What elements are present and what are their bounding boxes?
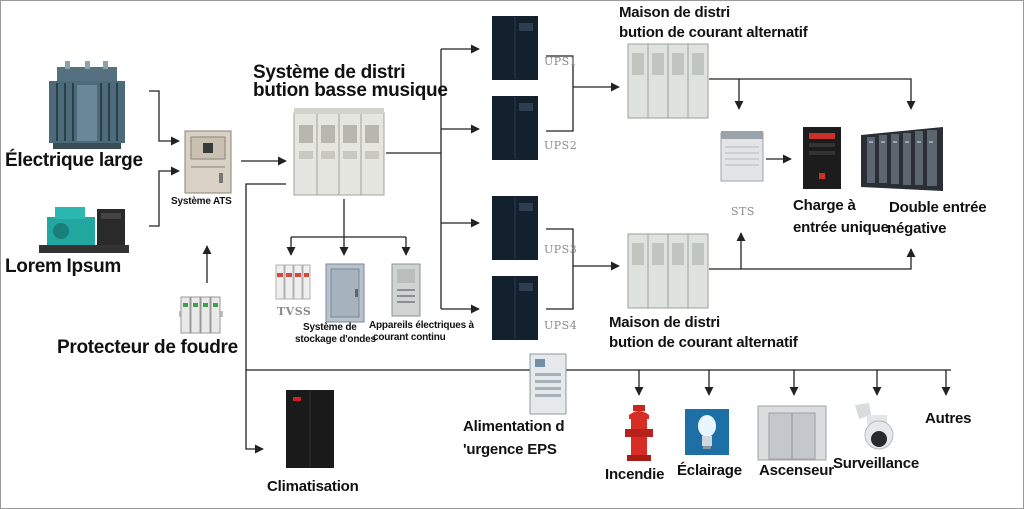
label-ascenseur: Ascenseur [759,462,834,479]
tvss-icon [275,264,311,300]
fire-hydrant-icon [625,405,653,461]
label-lightning-protector: Protecteur de foudre [57,337,238,358]
ats-cabinet-icon [184,130,232,194]
label-ups1: UPS1 [544,55,578,68]
label-tvss: TVSS [277,305,312,318]
label-ups3: UPS3 [544,243,578,256]
label-eclairage: Éclairage [677,462,742,479]
label-lv-system-line1: Système de distri [253,62,406,83]
ups1-unit-icon [492,16,538,80]
label-ac-house-top-line2: bution de courant alternatif [619,24,808,41]
label-single-load-line2: entrée unique [793,219,889,236]
server-tower-icon [803,127,841,189]
label-electric-large: Électrique large [5,150,143,171]
ups3-unit-icon [492,196,538,260]
label-lorem-ipsum: Lorem Ipsum [5,256,121,277]
label-single-load-line1: Charge à [793,197,856,214]
label-wave-storage-line1: Système de [303,322,357,333]
label-ac-house-bottom-line1: Maison de distri [609,314,720,331]
label-ups4: UPS4 [544,319,578,332]
label-surveillance: Surveillance [833,455,919,472]
ups4-unit-icon [492,276,538,340]
label-ac-house-bottom-line2: bution de courant alternatif [609,334,798,351]
label-sts: STS [731,205,755,218]
label-climatisation: Climatisation [267,478,359,495]
label-ac-house-top-line1: Maison de distri [619,4,730,21]
label-dc-equipment-line1: Appareils électriques à [369,320,474,331]
label-ups2: UPS2 [544,139,578,152]
label-ats-system: Système ATS [171,196,232,207]
elevator-icon [757,405,827,461]
dc-equipment-cabinet-icon [391,263,421,317]
label-autres: Autres [925,410,972,427]
generator-icon [39,207,129,253]
surveillance-camera-icon [855,403,894,450]
air-conditioner-icon [286,390,334,468]
ups2-unit-icon [492,96,538,160]
label-eps-line1: Alimentation d [463,418,565,435]
eps-cabinet-icon [529,353,567,415]
light-bulb-icon [685,409,729,455]
label-eps-line2: 'urgence EPS [463,441,557,458]
label-double-input-line1: Double entrée [889,199,987,216]
server-rack-icon [861,127,943,191]
transformer-icon [49,61,125,149]
wave-storage-cabinet-icon [325,263,365,323]
lv-distribution-cabinet-icon [293,108,385,196]
sts-unit-icon [720,131,764,182]
label-dc-equipment-line2: courant continu [373,332,446,343]
label-lv-system-line2: bution basse musique [253,80,448,101]
ac-distribution-cabinet-bottom-icon [627,233,709,309]
label-incendie: Incendie [605,466,665,483]
ac-distribution-cabinet-top-icon [627,43,709,119]
label-wave-storage-line2: stockage d'ondes [295,334,376,345]
label-double-input-line2: négative [887,220,947,237]
lightning-protector-icon [179,296,223,334]
